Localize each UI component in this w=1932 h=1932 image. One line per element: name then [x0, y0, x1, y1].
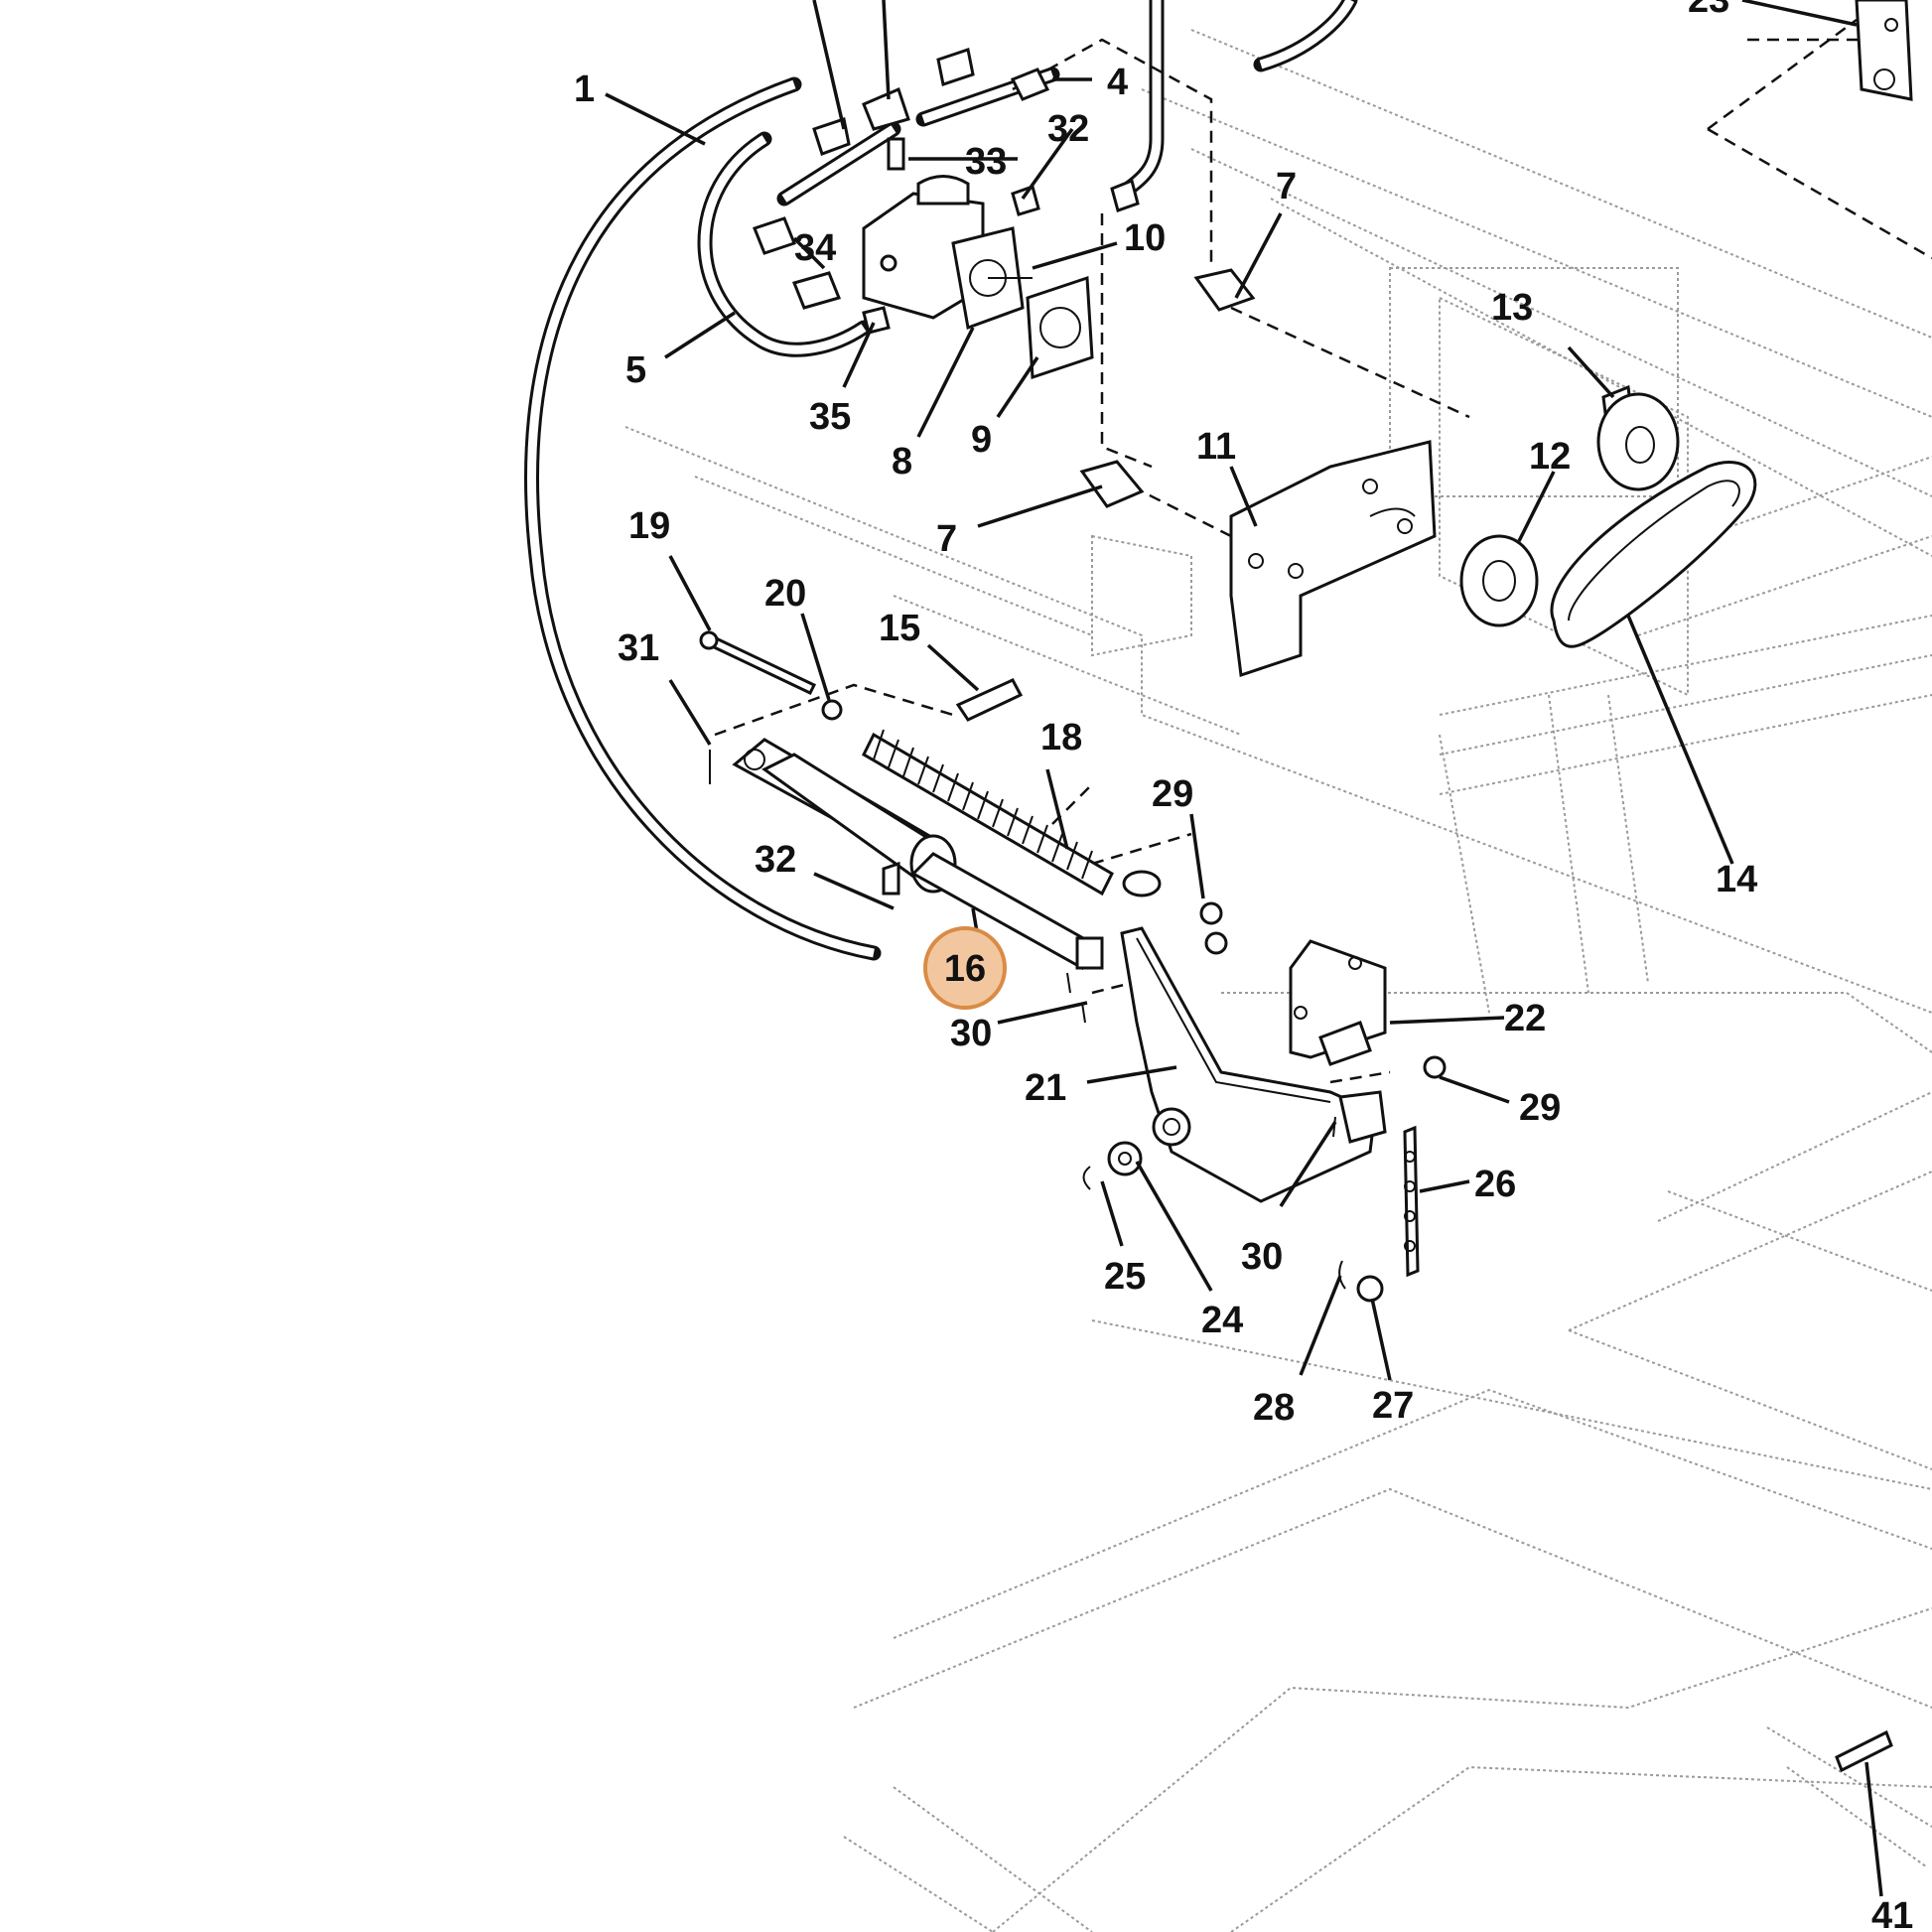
callout-7-mid[interactable]: 7 — [936, 518, 957, 560]
hydraulic-pump — [862, 175, 1033, 331]
drive-belt — [1550, 461, 1757, 648]
callout-25[interactable]: 25 — [1104, 1256, 1146, 1298]
lift-lever — [1120, 926, 1387, 1203]
callout-14[interactable]: 14 — [1716, 859, 1757, 900]
callout-24[interactable]: 24 — [1201, 1300, 1243, 1341]
gasket — [1026, 275, 1094, 380]
leader-lines — [605, 0, 1883, 1897]
callout-labels: 1 4 33 32 34 10 7 5 35 8 9 13 11 12 7 19… — [574, 0, 1913, 1932]
callout-12[interactable]: 12 — [1529, 436, 1571, 478]
callout-13[interactable]: 13 — [1491, 287, 1533, 329]
hydraulic-hoses — [524, 0, 1358, 961]
pulley-idler — [1596, 384, 1680, 491]
callout-28[interactable]: 28 — [1253, 1387, 1295, 1429]
callout-26[interactable]: 26 — [1474, 1164, 1516, 1205]
callout-1[interactable]: 1 — [574, 69, 595, 110]
callout-30-bottom[interactable]: 30 — [1241, 1236, 1283, 1278]
callout-27[interactable]: 27 — [1372, 1385, 1414, 1427]
callout-41[interactable]: 41 — [1871, 1895, 1913, 1932]
callout-15[interactable]: 15 — [879, 608, 920, 649]
callout-7-top[interactable]: 7 — [1276, 166, 1297, 207]
extension-spring — [862, 729, 1162, 897]
callout-29-bottom[interactable]: 29 — [1519, 1087, 1561, 1129]
callout-16[interactable]: 16 — [944, 948, 986, 990]
callout-34[interactable]: 34 — [794, 227, 836, 269]
callout-8[interactable]: 8 — [892, 441, 912, 483]
hose-fittings — [753, 48, 1256, 508]
callout-11[interactable]: 11 — [1196, 426, 1236, 468]
callout-29-top[interactable]: 29 — [1152, 773, 1193, 815]
callout-31[interactable]: 31 — [618, 627, 659, 669]
machine-frame-background — [624, 29, 1932, 1932]
callout-20[interactable]: 20 — [764, 573, 806, 615]
small-hardware — [1066, 0, 1913, 1773]
callout-32-mid[interactable]: 32 — [755, 839, 796, 881]
callout-35[interactable]: 35 — [809, 396, 851, 438]
mounting-bracket — [1229, 440, 1437, 678]
stud — [955, 678, 1024, 722]
callout-21[interactable]: 21 — [1025, 1067, 1066, 1109]
callout-9[interactable]: 9 — [971, 419, 992, 461]
callout-4[interactable]: 4 — [1107, 62, 1128, 103]
callout-19[interactable]: 19 — [628, 505, 670, 547]
callout-10[interactable]: 10 — [1124, 217, 1166, 259]
pulley-small — [1459, 534, 1539, 627]
bolt — [699, 630, 817, 695]
callout-22[interactable]: 22 — [1504, 998, 1546, 1039]
callout-32-top[interactable]: 32 — [1047, 108, 1089, 150]
highlight-circle[interactable] — [923, 926, 1007, 1010]
callout-23[interactable]: 23 — [1688, 0, 1729, 21]
callout-33[interactable]: 33 — [965, 141, 1007, 183]
nut — [821, 699, 843, 721]
callout-5[interactable]: 5 — [625, 349, 646, 391]
callout-18[interactable]: 18 — [1040, 717, 1082, 759]
pivot-bracket — [1289, 939, 1387, 1066]
hydraulic-cylinder — [732, 738, 1104, 971]
callout-30-left[interactable]: 30 — [950, 1013, 992, 1054]
